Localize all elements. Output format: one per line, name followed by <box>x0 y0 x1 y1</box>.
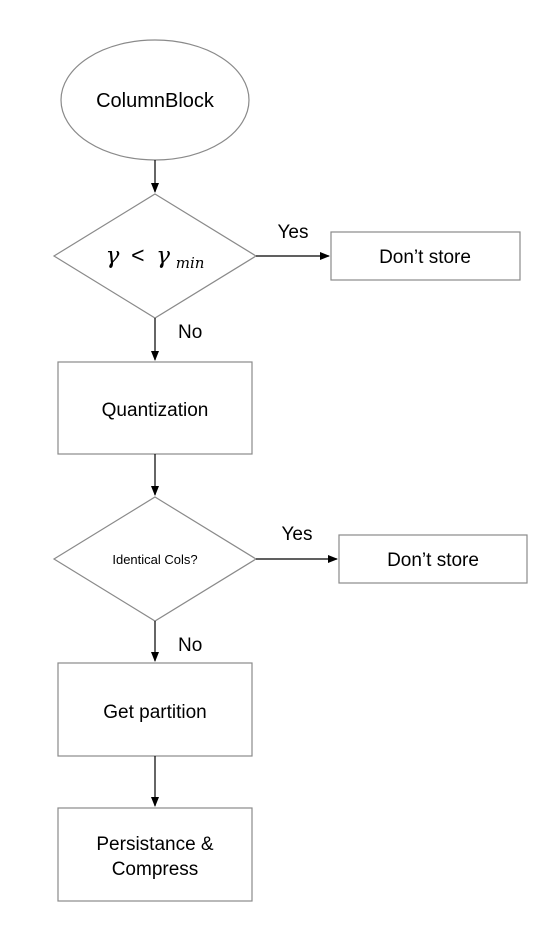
gamma-threshold-decision: γ < γ min <box>52 193 258 319</box>
dont-store-box-2: Don’t store <box>338 534 528 584</box>
quantization-box: Quantization <box>57 361 253 455</box>
dont-store-box-1: Don’t store <box>330 231 521 281</box>
identical-cols-label: Identical Cols? <box>112 552 197 567</box>
columnblock-label: ColumnBlock <box>96 90 215 112</box>
persist-label-line1: Persistance & <box>96 834 214 855</box>
gamma-condition-label: γ < γ min <box>106 242 205 272</box>
gamma-symbol: γ <box>106 243 120 269</box>
decision2-no-label: No <box>178 635 202 656</box>
less-than-operator: < <box>131 242 144 268</box>
decision1-yes-label: Yes <box>278 222 309 243</box>
decision2-yes-label: Yes <box>282 524 313 545</box>
gamma-min-subscript: min <box>176 254 205 272</box>
gamma-min-symbol: γ <box>156 243 170 269</box>
get-partition-box: Get partition <box>57 662 253 757</box>
columnblock-node: ColumnBlock <box>60 39 250 161</box>
identical-cols-decision: Identical Cols? <box>52 496 258 622</box>
persist-label-line2: Compress <box>112 859 199 880</box>
dont-store-label-1: Don’t store <box>379 247 471 268</box>
decision1-no-label: No <box>178 322 202 343</box>
quantization-label: Quantization <box>102 400 209 421</box>
get-partition-label: Get partition <box>103 702 207 723</box>
dont-store-label-2: Don’t store <box>387 550 479 571</box>
persist-compress-box: Persistance & Compress <box>57 807 253 902</box>
